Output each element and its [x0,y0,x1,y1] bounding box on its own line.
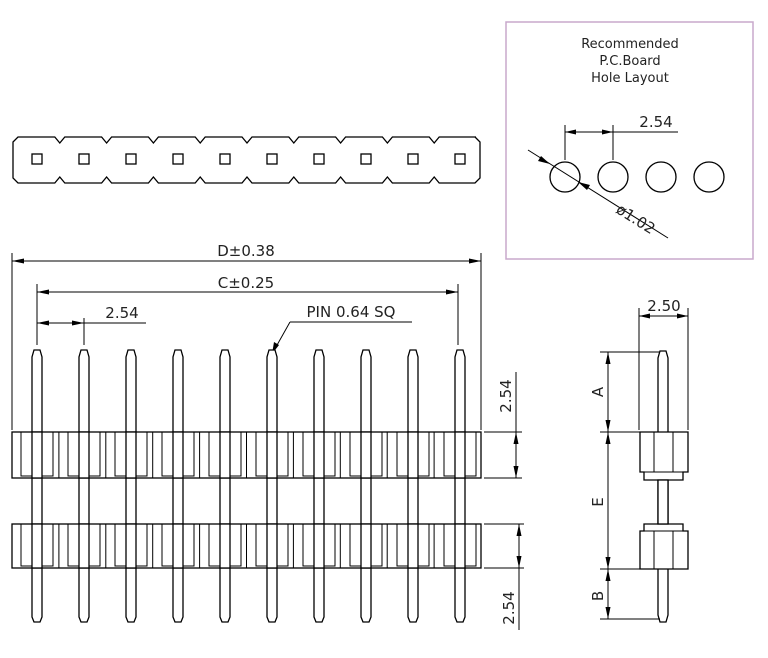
top-view-pin-squares [31,153,466,165]
upper-housing-pin-pass [266,431,278,479]
layout-title-line3: Hole Layout [591,71,669,86]
lower-housing-pin-pass [172,523,184,569]
hole-pitch-arrow-right [602,129,613,135]
top-pin-square [407,153,419,165]
lower-housing-pin-pass [266,523,278,569]
top-view [12,136,481,184]
depth-arrow-right [677,313,688,319]
top-pin-square [313,153,325,165]
pitch-arrow-right [72,320,84,326]
upper-housing-pin-pass [407,431,419,479]
lower-height-arrow-bottom [516,556,522,568]
pitch-arrow-left [37,320,49,326]
upper-housing-pin-pass [78,431,90,479]
lower-housing-pin-pass [78,523,90,569]
upper-housing-pin-pass [31,431,43,479]
top-pin-square [78,153,90,165]
lower-housing-pin-pass [313,523,325,569]
side-view: 2.50 A E B [589,297,689,623]
lower-housing-pin-pass [125,523,137,569]
upper-housing-pin-pass [125,431,137,479]
dim-b-label: B [589,591,607,601]
e-arrow-top [605,432,611,444]
lower-housing-pin-pass [360,523,372,569]
side-pin-gap [657,479,669,525]
front-pin [313,349,325,623]
d-arrow-right [469,258,481,264]
lower-height-arrow-top [516,524,522,536]
front-pin [266,349,278,623]
hole-dia-leader [527,149,669,239]
lower-housing-pin-pass [407,523,419,569]
b-arrow-top [605,569,611,581]
front-pin [454,349,466,623]
front-pin [31,349,43,623]
upper-housing-pin-pass [360,431,372,479]
hole-pitch-arrow-left [565,129,576,135]
top-pin-square [31,153,43,165]
hole-pitch-label: 2.54 [639,113,672,131]
side-housing-upper [639,431,689,481]
depth-arrow-left [639,313,650,319]
layout-title-line1: Recommended [581,37,679,52]
upper-height-label: 2.54 [497,379,515,412]
top-pin-square [266,153,278,165]
hole-dia-label: ø1.02 [613,200,659,238]
upper-height-arrow-bottom [513,466,519,478]
upper-housing-pin-pass [172,431,184,479]
c-dim-label: C±0.25 [218,274,274,292]
recommended-layout-panel: Recommended P.C.Board Hole Layout 2.54 ø… [505,21,754,260]
hole-dia-arrow-2 [578,182,590,190]
front-pin [360,349,372,623]
e-arrow-bottom [605,557,611,569]
b-arrow-bottom [605,607,611,619]
front-pin [219,349,231,623]
top-pin-square [360,153,372,165]
front-pin [78,349,90,623]
top-pin-square [454,153,466,165]
pcb-hole [597,161,629,193]
front-pin [125,349,137,623]
hole-dia-arrow-1 [538,156,550,164]
pin-sq-label: PIN 0.64 SQ [307,303,396,321]
upper-housing-pin-pass [454,431,466,479]
a-arrow-bottom [605,420,611,432]
depth-label: 2.50 [647,297,680,315]
lower-housing-pin-pass [219,523,231,569]
d-dim-label: D±0.38 [217,242,275,260]
c-arrow-right [446,289,458,295]
front-pin [407,349,419,623]
pitch-label: 2.54 [105,304,138,322]
top-pin-square [172,153,184,165]
side-housing-lower [639,523,689,570]
lower-housing-pin-pass [454,523,466,569]
pcb-holes [549,161,725,193]
c-arrow-left [37,289,49,295]
upper-housing-pin-pass [219,431,231,479]
front-view-pins [31,349,466,623]
dim-a-label: A [589,386,607,397]
pcb-hole [693,161,725,193]
front-pin [172,349,184,623]
layout-frame [505,21,754,260]
upper-height-arrow-top [513,432,519,444]
a-arrow-top [605,352,611,364]
front-view-housings [11,431,482,569]
dim-e-label: E [589,497,607,506]
pcb-hole [645,161,677,193]
top-pin-square [125,153,137,165]
upper-housing-pin-pass [313,431,325,479]
lower-housing-pin-pass [31,523,43,569]
top-view-outline [12,136,481,184]
front-view: D±0.38 C±0.25 2.54 PIN 0.64 SQ 2.54 [11,242,524,630]
d-arrow-left [12,258,24,264]
pcb-hole [549,161,581,193]
top-pin-square [219,153,231,165]
layout-title-line2: P.C.Board [599,54,660,69]
lower-height-label: 2.54 [500,591,518,624]
